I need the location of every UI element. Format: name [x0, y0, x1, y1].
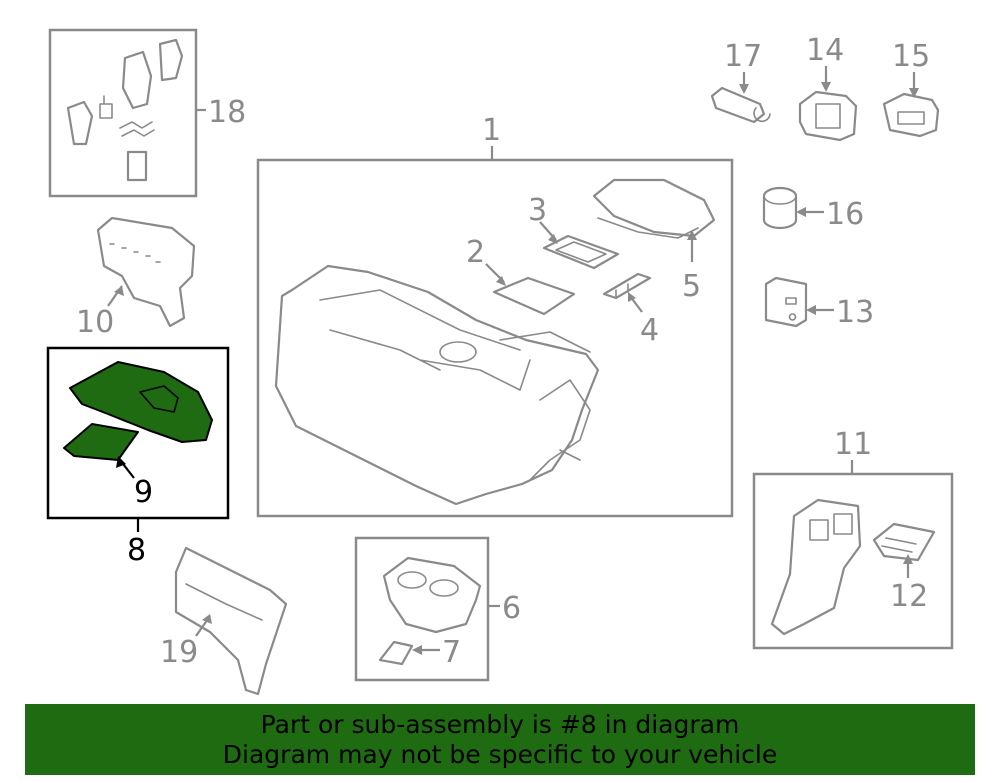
console-finisher-slot: [139, 385, 179, 413]
part-14-group[interactable]: 14: [798, 33, 858, 142]
callout-2: 2: [466, 235, 485, 270]
arrowhead-3: [548, 234, 558, 244]
shift-clip: [99, 95, 113, 119]
arrowhead-12: [903, 554, 913, 564]
console-finisher-highlighted: [69, 361, 213, 443]
part-4-bracket: [602, 272, 652, 300]
switch-14-face: [815, 103, 841, 129]
shift-spring: [119, 121, 155, 137]
arrowhead-14: [821, 82, 831, 92]
console-side-panel: [174, 546, 288, 696]
callout-13: 13: [836, 295, 874, 330]
shift-knob-c: [66, 100, 94, 146]
part-12-vent-slats: [881, 537, 917, 553]
arrowhead-16: [796, 207, 806, 217]
part-11-group[interactable]: 11 12: [752, 427, 954, 650]
part-6-group[interactable]: 6 7: [354, 536, 521, 682]
part-15-group[interactable]: 15: [882, 39, 940, 138]
callout-14: 14: [806, 33, 844, 68]
shift-shaft: [126, 150, 148, 182]
shift-bezel-dots: [109, 243, 161, 263]
callout-19: 19: [160, 635, 198, 670]
callout-15: 15: [892, 39, 930, 74]
shift-bezel: [96, 216, 196, 328]
arrowhead-19: [202, 614, 212, 624]
console-body-detail: [319, 289, 591, 391]
switch-14: [798, 90, 858, 142]
console-rear-cover-vents: [809, 513, 853, 541]
shift-knob-b: [158, 38, 184, 82]
part-19-group[interactable]: 19: [160, 546, 288, 696]
console-side-panel-edge: [185, 583, 263, 621]
part-7-pad: [378, 640, 414, 666]
arrowhead-4: [628, 292, 636, 302]
callout-1: 1: [482, 113, 501, 148]
part-9-tray: [63, 423, 139, 461]
switch-15-face: [897, 111, 925, 125]
part-1-group[interactable]: 1 2 3 4 5: [256, 113, 734, 518]
callout-4: 4: [640, 313, 659, 348]
callout-11: 11: [834, 427, 872, 462]
callout-17: 17: [724, 39, 762, 74]
power-socket-rim: [763, 187, 797, 205]
part-3-tray: [542, 234, 620, 270]
arrowhead-10: [114, 286, 124, 296]
callout-7: 7: [442, 635, 461, 670]
shift-knob-a: [121, 50, 153, 110]
callout-10: 10: [76, 305, 114, 340]
console-body: [274, 264, 600, 506]
callout-6: 6: [502, 591, 521, 626]
console-cupholder-well: [439, 341, 477, 363]
part-8-group[interactable]: 9 8: [46, 346, 230, 568]
arrowhead-17: [739, 84, 749, 94]
part-1-frame: [256, 158, 734, 518]
part-5-armrest-lid: [592, 178, 716, 238]
cup-holder-rings: [397, 571, 459, 597]
arrowhead-13: [806, 305, 816, 315]
usb-port-holes: [785, 297, 797, 321]
arrowhead-9: [116, 456, 126, 468]
part-6-frame: [354, 536, 490, 682]
lighter-plug: [710, 86, 766, 124]
callout-18: 18: [208, 95, 246, 130]
part-17-group[interactable]: 17: [710, 39, 771, 124]
arrowhead-2: [496, 276, 506, 286]
cup-holder: [382, 556, 482, 634]
arrowhead-15: [909, 88, 919, 98]
arrowhead-7: [412, 645, 422, 655]
part-16-group[interactable]: 16: [762, 186, 864, 232]
notice-line-2: Diagram may not be specific to your vehi…: [222, 739, 778, 769]
callout-3: 3: [528, 193, 547, 228]
part-4-bracket-tab: [615, 283, 629, 299]
arrowhead-5: [687, 230, 697, 240]
part-10-group[interactable]: 10: [76, 216, 196, 340]
part-5-armrest-edge: [597, 217, 699, 239]
console-rear-frame: [529, 379, 591, 481]
callout-16: 16: [826, 197, 864, 232]
part-18-frame: [48, 28, 198, 198]
power-socket: [762, 186, 798, 230]
callout-5: 5: [682, 269, 701, 304]
notice-banner: Part or sub-assembly is #8 in diagram Di…: [25, 704, 975, 775]
part-18-group[interactable]: 18: [48, 28, 246, 198]
callout-9: 9: [134, 475, 153, 510]
callout-8: 8: [127, 533, 146, 568]
part-3-tray-inner: [555, 241, 607, 263]
notice-line-1: Part or sub-assembly is #8 in diagram: [260, 709, 740, 739]
lighter-plug-tip: [753, 107, 771, 123]
callout-12: 12: [890, 579, 928, 614]
part-13-group[interactable]: 13: [764, 276, 874, 330]
switch-15: [882, 92, 940, 138]
part-2-pad: [492, 276, 576, 316]
